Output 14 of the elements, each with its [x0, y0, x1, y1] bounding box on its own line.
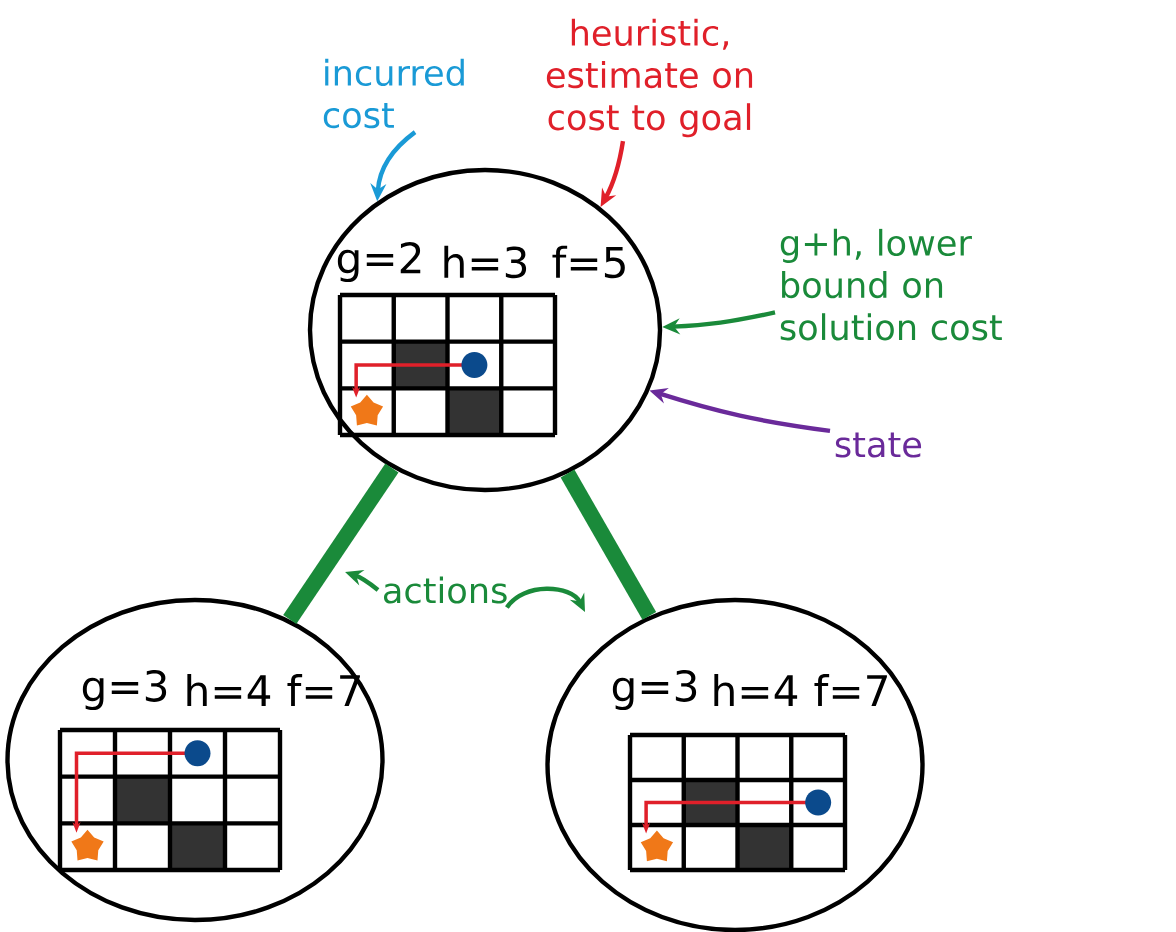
cost-value: h=3 — [444, 245, 527, 279]
annotation-text: incurred cost — [323, 58, 464, 129]
cost-value: f=7 — [287, 674, 360, 707]
cost-value: f=5 — [552, 245, 625, 279]
annotation-text: actions — [384, 576, 507, 604]
cost-value: g=3 — [82, 669, 167, 711]
cost-value: h=4 — [187, 674, 271, 707]
cost-value: g=2 — [337, 241, 421, 283]
annotation-text: heuristic, estimate on cost to goal — [546, 18, 753, 138]
cost-value: f=7 — [814, 674, 887, 707]
cost-value: g=3 — [612, 669, 697, 711]
cost-value: h=4 — [714, 674, 798, 707]
annotation-text: g+h, lower bound on solution cost — [780, 228, 1002, 341]
annotation-text: state — [835, 432, 922, 458]
